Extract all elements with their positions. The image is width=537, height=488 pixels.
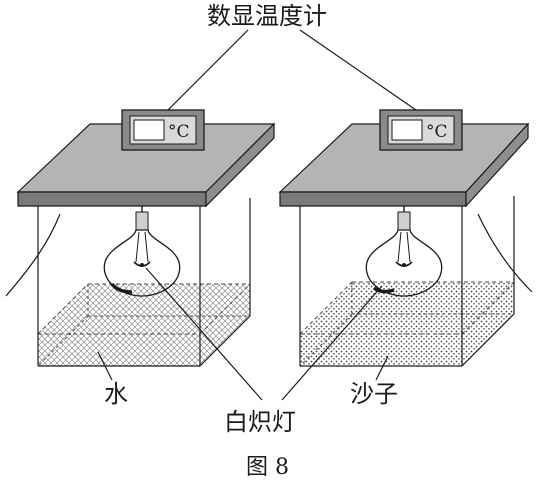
right-bulb <box>365 206 443 297</box>
left-unit-label: °C <box>168 122 190 142</box>
lamp-label: 白炽灯 <box>224 408 296 436</box>
sand-container <box>299 196 515 367</box>
right-thermometer: °C <box>379 109 463 151</box>
left-bulb <box>103 206 181 297</box>
left-thermometer: °C <box>121 109 205 151</box>
sand-label: 沙子 <box>350 380 398 408</box>
thermometer-label: 数显温度计 <box>207 2 327 30</box>
water-label: 水 <box>104 380 128 408</box>
leader-lines <box>97 29 417 401</box>
right-board <box>278 122 530 208</box>
left-probe-wire <box>5 213 61 297</box>
water-layer <box>37 283 251 367</box>
water-container <box>37 198 251 367</box>
left-board <box>16 122 276 208</box>
left-apparatus: °C <box>5 109 276 367</box>
sand-layer <box>299 281 515 367</box>
figure-caption: 图 8 <box>246 455 289 480</box>
right-apparatus: °C <box>278 109 533 367</box>
right-probe-wire <box>477 213 533 293</box>
right-unit-label: °C <box>426 122 448 142</box>
